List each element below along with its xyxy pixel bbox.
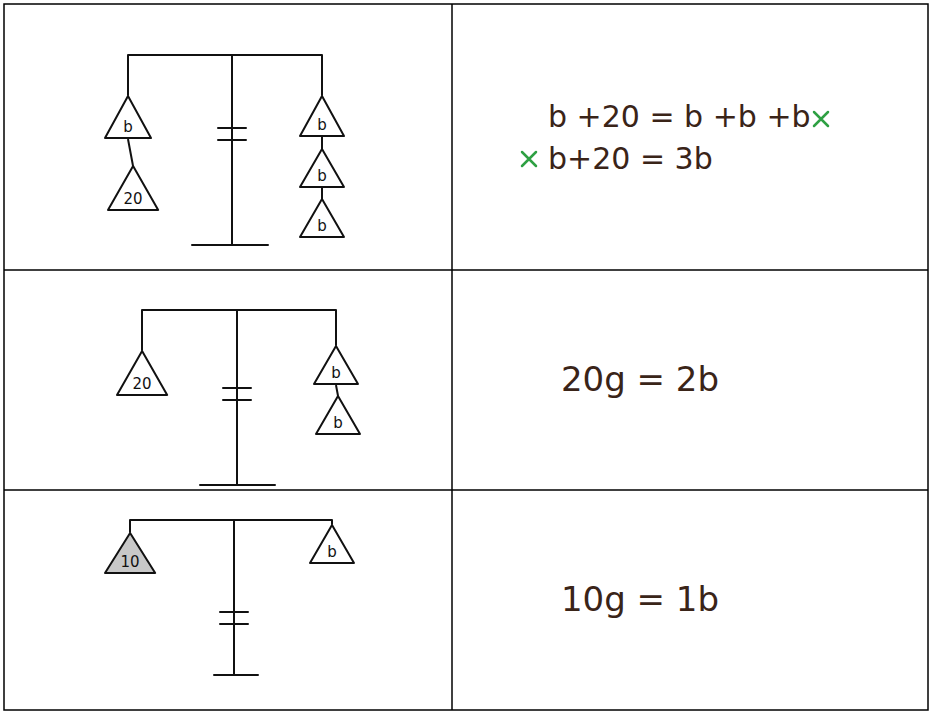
cross-mark [814, 112, 828, 126]
weight-label: 20 [123, 192, 142, 207]
weight-triangle: 20 [116, 350, 168, 396]
equation-text: b +20 = b +b +b [548, 100, 811, 133]
balance-scale [130, 520, 332, 675]
equation-text: b+20 = 3b [548, 142, 713, 175]
weight-triangle: 10 [104, 532, 156, 574]
weight-label: b [333, 416, 343, 431]
weight-triangle: 20 [107, 165, 159, 211]
cross-mark [522, 152, 536, 166]
equation-text: 20g = 2b [561, 361, 719, 398]
weight-triangle: b [313, 345, 359, 385]
weight-label: 20 [132, 377, 151, 392]
weight-label: b [317, 118, 327, 133]
balance-scale [142, 310, 336, 485]
weight-label: b [331, 366, 341, 381]
weight-label: b [123, 120, 133, 135]
weight-triangle: b [299, 148, 345, 188]
table-grid [4, 4, 928, 710]
equation-text: 10g = 1b [561, 581, 719, 618]
weight-triangle: b [299, 95, 345, 137]
weight-label: b [327, 545, 337, 560]
hanging-string [128, 139, 133, 166]
weight-label: 10 [120, 555, 139, 570]
hanging-string [321, 188, 323, 199]
balance-scale [128, 55, 322, 245]
weight-triangle: b [299, 198, 345, 238]
hanging-string [336, 385, 338, 396]
weight-label: b [317, 169, 327, 184]
weight-triangle: b [309, 524, 355, 564]
hanging-string [321, 137, 323, 149]
weight-triangle: b [315, 395, 361, 435]
weight-triangle: b [104, 95, 152, 139]
weight-label: b [317, 219, 327, 234]
